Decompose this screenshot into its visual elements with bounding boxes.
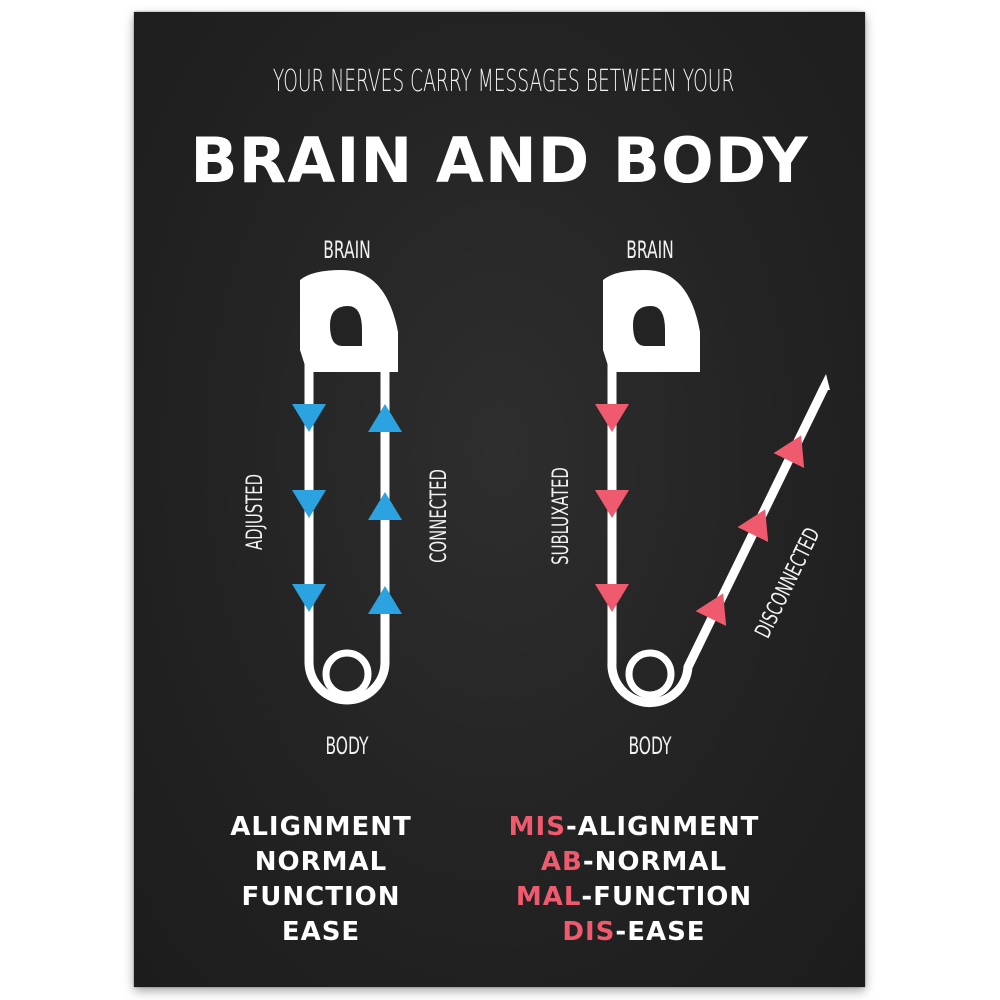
- healthy-term: EASE: [281, 917, 361, 947]
- left-safety-pin: BRAIN BODY ADJUSTED CONNECTED: [242, 236, 452, 760]
- term-rest: -EASE: [615, 917, 706, 947]
- term-prefix: MAL: [515, 882, 582, 912]
- up-arrow-icon: [368, 586, 402, 614]
- unhealthy-term: AB-NORMAL: [469, 845, 799, 880]
- poster-title: BRAIN AND BODY: [190, 124, 809, 197]
- up-arrow-icon: [773, 435, 805, 469]
- unhealthy-terms-list: MIS-ALIGNMENT AB-NORMAL MAL-FUNCTION DIS…: [469, 810, 799, 950]
- healthy-terms-list: ALIGNMENT NORMAL FUNCTION EASE: [156, 810, 486, 950]
- healthy-term: NORMAL: [254, 847, 388, 877]
- term-rest: -NORMAL: [582, 847, 728, 877]
- up-arrow-icon: [368, 404, 402, 432]
- poster-subtitle: YOUR NERVES CARRY MESSAGES BETWEEN YOUR: [272, 64, 735, 99]
- unhealthy-term: DIS-EASE: [469, 915, 799, 950]
- term-rest: -ALIGNMENT: [565, 812, 760, 842]
- down-arrow-icon: [595, 404, 629, 432]
- right-pin-body-label: BODY: [628, 732, 672, 760]
- subluxated-label: SUBLUXATED: [548, 467, 574, 565]
- down-arrow-icon: [595, 584, 629, 612]
- down-arrow-icon: [292, 584, 326, 612]
- left-pin-brain-label: BRAIN: [323, 236, 371, 264]
- adjusted-label: ADJUSTED: [242, 474, 268, 550]
- right-pin-head-hole: [633, 306, 665, 346]
- term-prefix: AB: [540, 847, 583, 877]
- left-pin-head-hole: [330, 306, 362, 346]
- term-rest: -FUNCTION: [581, 882, 753, 912]
- poster: YOUR NERVES CARRY MESSAGES BETWEEN YOUR …: [134, 12, 865, 987]
- term-prefix: DIS: [562, 917, 616, 947]
- term-prefix: MIS: [508, 812, 566, 842]
- down-arrow-icon: [292, 490, 326, 518]
- healthy-term: ALIGNMENT: [230, 812, 412, 842]
- up-arrow-icon: [695, 593, 727, 627]
- right-pin-bent-wire: [607, 386, 829, 708]
- unhealthy-term: MIS-ALIGNMENT: [469, 810, 799, 845]
- up-arrow-icon: [368, 492, 402, 520]
- right-safety-pin: BRAIN BODY SUBLUXATED DISCONNECTED: [548, 236, 830, 760]
- left-pin-bottom-loop: [304, 661, 390, 705]
- right-pin-needle-tip: [818, 374, 830, 390]
- unhealthy-term: MAL-FUNCTION: [469, 880, 799, 915]
- right-pin-brain-label: BRAIN: [626, 236, 674, 264]
- down-arrow-icon: [292, 404, 326, 432]
- healthy-term: FUNCTION: [241, 882, 401, 912]
- disconnected-label: DISCONNECTED: [750, 524, 826, 642]
- nerve-diagram: BRAIN BODY ADJUSTED CONNECTED BRAI: [242, 236, 830, 760]
- right-pin-coil: [625, 649, 675, 699]
- connected-label: CONNECTED: [426, 469, 452, 563]
- up-arrow-icon: [737, 509, 769, 543]
- left-pin-body-label: BODY: [325, 732, 369, 760]
- down-arrow-icon: [595, 490, 629, 518]
- left-pin-coil: [322, 649, 372, 699]
